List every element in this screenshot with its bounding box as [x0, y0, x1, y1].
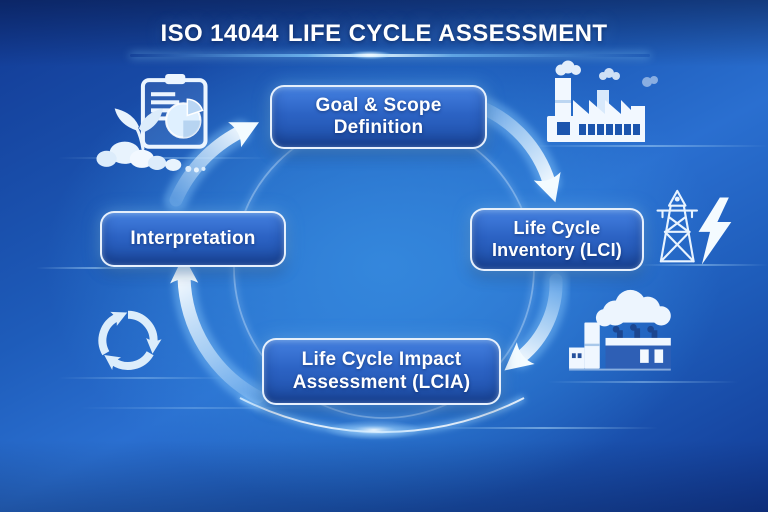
recycle-arrows-icon [88, 298, 168, 378]
factory-svg [547, 60, 658, 142]
stage-label: Life Cycle Impact Assessment (LCIA) [293, 349, 471, 394]
stage-label-line2: Assessment (LCIA) [292, 371, 471, 393]
stage-goal-scope-definition: Goal & Scope Definition [270, 85, 487, 149]
title-standard-number: ISO 14044 [160, 20, 279, 47]
stage-label-line2: Definition [333, 117, 424, 138]
factory-icon [538, 58, 670, 152]
arrow-lcia-to-interpretation [170, 255, 265, 404]
stage-label-line1: Interpretation [130, 227, 256, 249]
title-underline-flare [348, 51, 392, 59]
stage-label-line1: Goal & Scope [315, 94, 442, 116]
light-streak [638, 264, 768, 266]
stage-label: Interpretation [130, 228, 255, 250]
stage-life-cycle-inventory: Life Cycle Inventory (LCI) [470, 208, 644, 271]
stage-life-cycle-impact-assessment: Life Cycle Impact Assessment (LCIA) [262, 338, 501, 405]
light-streak [548, 381, 738, 383]
title-text: LIFE CYCLE ASSESSMENT [287, 20, 608, 47]
arrow-goal-to-lci [471, 99, 561, 203]
light-streak [80, 407, 310, 409]
light-streak [36, 267, 156, 269]
clipboard-report-with-sprout-icon [86, 70, 218, 176]
light-streak [428, 427, 658, 429]
stage-label: Goal & Scope Definition [316, 95, 442, 140]
stage-label-line2: Inventory (LCI) [491, 239, 622, 260]
arrow-interpretation-to-goal [169, 122, 260, 207]
stage-label-line1: Life Cycle Impact [301, 349, 462, 371]
recycle-svg [98, 310, 162, 370]
lightning-bolt-icon [698, 197, 732, 265]
factory-emissions-cloud-icon [565, 288, 695, 384]
power-pylon-icon [650, 186, 752, 272]
light-streak [530, 145, 768, 147]
light-streak [58, 377, 228, 379]
page-title: ISO 14044 LIFE CYCLE ASSESSMENT [0, 20, 768, 48]
clipboard-report-svg [96, 74, 208, 173]
lens-flare [324, 420, 424, 440]
arrow-lci-to-lcia [504, 273, 563, 371]
factory-emissions-svg [569, 289, 671, 371]
stage-interpretation: Interpretation [100, 211, 286, 267]
pylon-and-bolt-svg [656, 189, 732, 265]
stage-label-line1: Life Cycle [513, 218, 601, 239]
stage-label: Life Cycle Inventory (LCI) [492, 218, 622, 260]
